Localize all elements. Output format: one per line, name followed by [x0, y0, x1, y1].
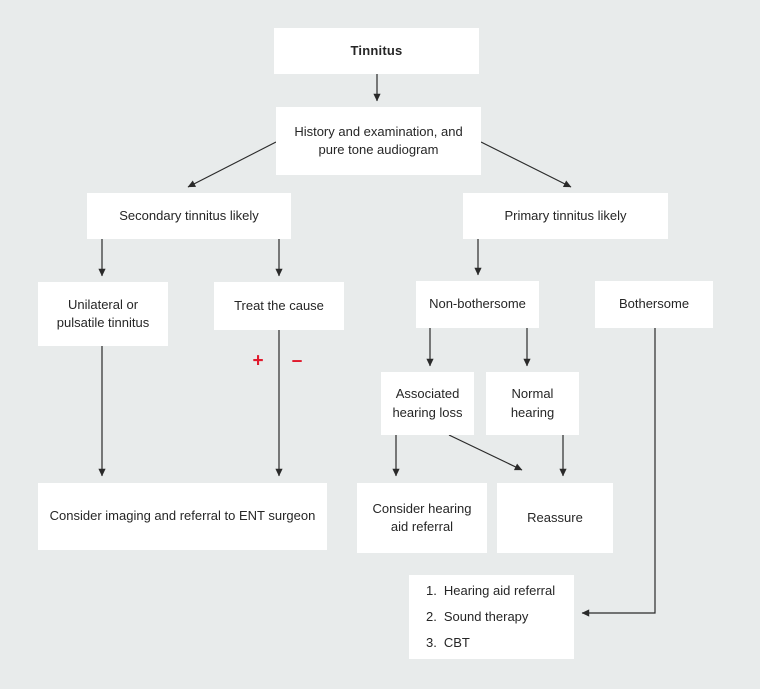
- list-item-label: Sound therapy: [443, 608, 529, 624]
- node-secondary-tinnitus-label: Secondary tinnitus likely: [119, 207, 259, 223]
- plus-icon: +: [252, 350, 264, 372]
- node-consider-hearing-aid-label: Consider hearing aid referral: [372, 500, 472, 534]
- node-treat-cause: Treat the cause: [214, 282, 344, 330]
- node-tinnitus: Tinnitus: [274, 28, 479, 74]
- list-item-number: 3.: [426, 634, 437, 650]
- list-item-number: 2.: [426, 608, 437, 624]
- node-management-list: 1. Hearing aid referral 2. Sound therapy…: [409, 575, 574, 659]
- node-primary-tinnitus-label: Primary tinnitus likely: [504, 207, 627, 223]
- node-associated-hearing-loss-label: Associated hearing loss: [392, 386, 463, 420]
- node-normal-hearing: Normal hearing: [486, 372, 579, 435]
- node-history-examination: History and examination, and pure tone a…: [276, 107, 481, 175]
- list-item: 3. CBT: [426, 634, 470, 652]
- node-normal-hearing-label: Normal hearing: [510, 386, 555, 420]
- minus-icon: –: [291, 350, 303, 372]
- list-item: 1. Hearing aid referral: [426, 582, 555, 600]
- node-history-examination-label: History and examination, and pure tone a…: [294, 123, 463, 157]
- list-item: 2. Sound therapy: [426, 608, 528, 626]
- node-consider-imaging-ent: Consider imaging and referral to ENT sur…: [38, 483, 327, 550]
- node-unilateral-pulsatile-label: Unilateral or pulsatile tinnitus: [56, 296, 150, 330]
- node-reassure: Reassure: [497, 483, 613, 553]
- list-item-label: Hearing aid referral: [443, 582, 556, 598]
- arrow-history-to-primary: [480, 141, 572, 188]
- node-bothersome-label: Bothersome: [618, 296, 690, 312]
- node-secondary-tinnitus: Secondary tinnitus likely: [87, 193, 291, 239]
- node-treat-cause-label: Treat the cause: [234, 297, 324, 313]
- node-primary-tinnitus: Primary tinnitus likely: [463, 193, 668, 239]
- node-reassure-label: Reassure: [527, 509, 583, 525]
- arrow-bothersome-to-management-list: [581, 328, 656, 617]
- node-unilateral-pulsatile: Unilateral or pulsatile tinnitus: [38, 282, 168, 346]
- node-non-bothersome-label: Non-bothersome: [429, 296, 526, 312]
- list-item-number: 1.: [426, 582, 437, 598]
- node-tinnitus-label: Tinnitus: [350, 42, 403, 58]
- node-consider-hearing-aid: Consider hearing aid referral: [357, 483, 487, 553]
- arrow-history-to-secondary: [187, 141, 277, 188]
- node-bothersome: Bothersome: [595, 281, 713, 328]
- list-item-label: CBT: [443, 634, 470, 650]
- arrow-assoc-to-reassure: [448, 434, 523, 471]
- node-associated-hearing-loss: Associated hearing loss: [381, 372, 474, 435]
- node-consider-imaging-ent-label: Consider imaging and referral to ENT sur…: [49, 508, 316, 524]
- node-non-bothersome: Non-bothersome: [416, 281, 539, 328]
